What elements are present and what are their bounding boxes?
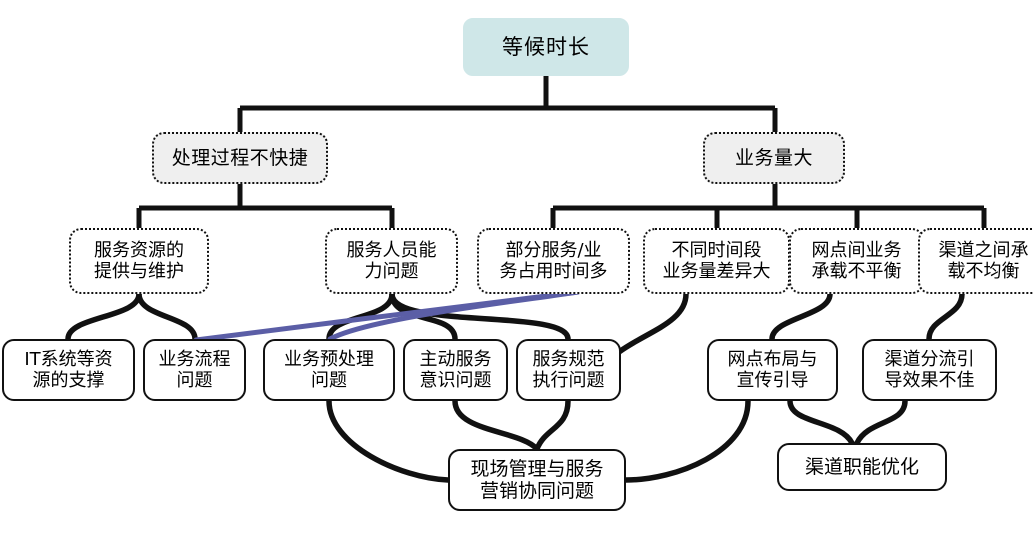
edge-t2-1-bus bbox=[136, 184, 395, 228]
edge-l-6-l-9 bbox=[787, 398, 855, 446]
edge-t2-2-bus bbox=[550, 184, 987, 228]
node-leaf-site-management-coordination[interactable]: 现场管理与服务 营销协同问题 bbox=[448, 449, 626, 511]
edge-l-4-l-8 bbox=[452, 398, 540, 452]
node-label: 服务人员能 力问题 bbox=[346, 239, 437, 282]
edge-l-3-l-8 bbox=[326, 398, 451, 483]
node-tier3-channel-imbalance[interactable]: 渠道之间承 载不均衡 bbox=[918, 228, 1034, 294]
edge-l-7-l-9 bbox=[854, 398, 908, 446]
node-label: 不同时间段 业务量差异大 bbox=[662, 239, 771, 282]
node-leaf-service-standard-execution[interactable]: 服务规范 执行问题 bbox=[516, 339, 621, 401]
node-label: 网点间业务 承载不平衡 bbox=[811, 239, 902, 282]
node-label: 渠道之间承 载不均衡 bbox=[938, 239, 1029, 282]
node-tier3-staff-capability[interactable]: 服务人员能 力问题 bbox=[325, 228, 458, 294]
node-label: 渠道分流引 导效果不佳 bbox=[884, 348, 975, 391]
node-tier2-process-not-fast[interactable]: 处理过程不快捷 bbox=[152, 132, 328, 184]
node-leaf-pre-processing-issue[interactable]: 业务预处理 问题 bbox=[263, 339, 395, 401]
node-label: 业务量大 bbox=[734, 146, 813, 169]
node-tier3-service-time-consuming[interactable]: 部分服务/业 务占用时间多 bbox=[477, 228, 630, 294]
node-leaf-business-process-issue[interactable]: 业务流程 问题 bbox=[143, 339, 246, 401]
node-tier2-high-volume[interactable]: 业务量大 bbox=[703, 132, 845, 184]
edge-t3-1-l-2 bbox=[136, 291, 198, 342]
edge-t3-3-l-3 bbox=[327, 289, 581, 342]
edge-t3-5-l-6 bbox=[769, 291, 833, 342]
node-label: 部分服务/业 务占用时间多 bbox=[499, 239, 608, 282]
edge-t3-2-l-5 bbox=[389, 291, 571, 342]
node-leaf-channel-diversion-ineffective[interactable]: 渠道分流引 导效果不佳 bbox=[862, 339, 997, 401]
node-label: 业务预处理 问题 bbox=[284, 348, 374, 391]
edge-l-6-l-8 bbox=[623, 398, 751, 483]
edge-l-5-l-8 bbox=[534, 398, 571, 452]
node-root-waiting-time[interactable]: 等候时长 bbox=[463, 18, 629, 76]
node-leaf-channel-function-optimization[interactable]: 渠道职能优化 bbox=[777, 443, 947, 491]
node-tier3-branch-imbalance[interactable]: 网点间业务 承载不平衡 bbox=[789, 228, 924, 294]
node-label: 网点布局与 宣传引导 bbox=[727, 348, 818, 391]
curved-edges-blue bbox=[193, 289, 581, 343]
node-label: 处理过程不快捷 bbox=[171, 146, 309, 169]
node-label: 现场管理与服务 营销协同问题 bbox=[470, 457, 604, 502]
node-leaf-it-system-support[interactable]: IT系统等资 源的支撑 bbox=[2, 339, 135, 401]
edge-t3-2-l-3 bbox=[326, 291, 395, 342]
node-leaf-branch-layout-promotion[interactable]: 网点布局与 宣传引导 bbox=[707, 339, 838, 401]
node-label: 主动服务 意识问题 bbox=[419, 348, 492, 391]
node-label: 服务资源的 提供与维护 bbox=[94, 239, 184, 282]
node-label: IT系统等资 源的支撑 bbox=[24, 348, 113, 391]
node-tier3-service-resource-supply[interactable]: 服务资源的 提供与维护 bbox=[69, 228, 209, 294]
node-tier3-time-period-variance[interactable]: 不同时间段 业务量差异大 bbox=[643, 228, 790, 294]
node-leaf-proactive-service-awareness[interactable]: 主动服务 意识问题 bbox=[403, 339, 508, 401]
node-label: 服务规范 执行问题 bbox=[532, 348, 605, 391]
edge-t3-3-l-2 bbox=[193, 289, 581, 343]
node-label: 渠道职能优化 bbox=[804, 455, 919, 478]
edge-t3-1-l-1 bbox=[65, 291, 142, 342]
edge-t3-2-l-4 bbox=[389, 291, 458, 342]
edge-root-bus bbox=[237, 76, 778, 132]
edge-t3-6-l-7 bbox=[926, 291, 965, 342]
node-label: 业务流程 问题 bbox=[158, 348, 231, 391]
node-label: 等候时长 bbox=[502, 34, 590, 59]
